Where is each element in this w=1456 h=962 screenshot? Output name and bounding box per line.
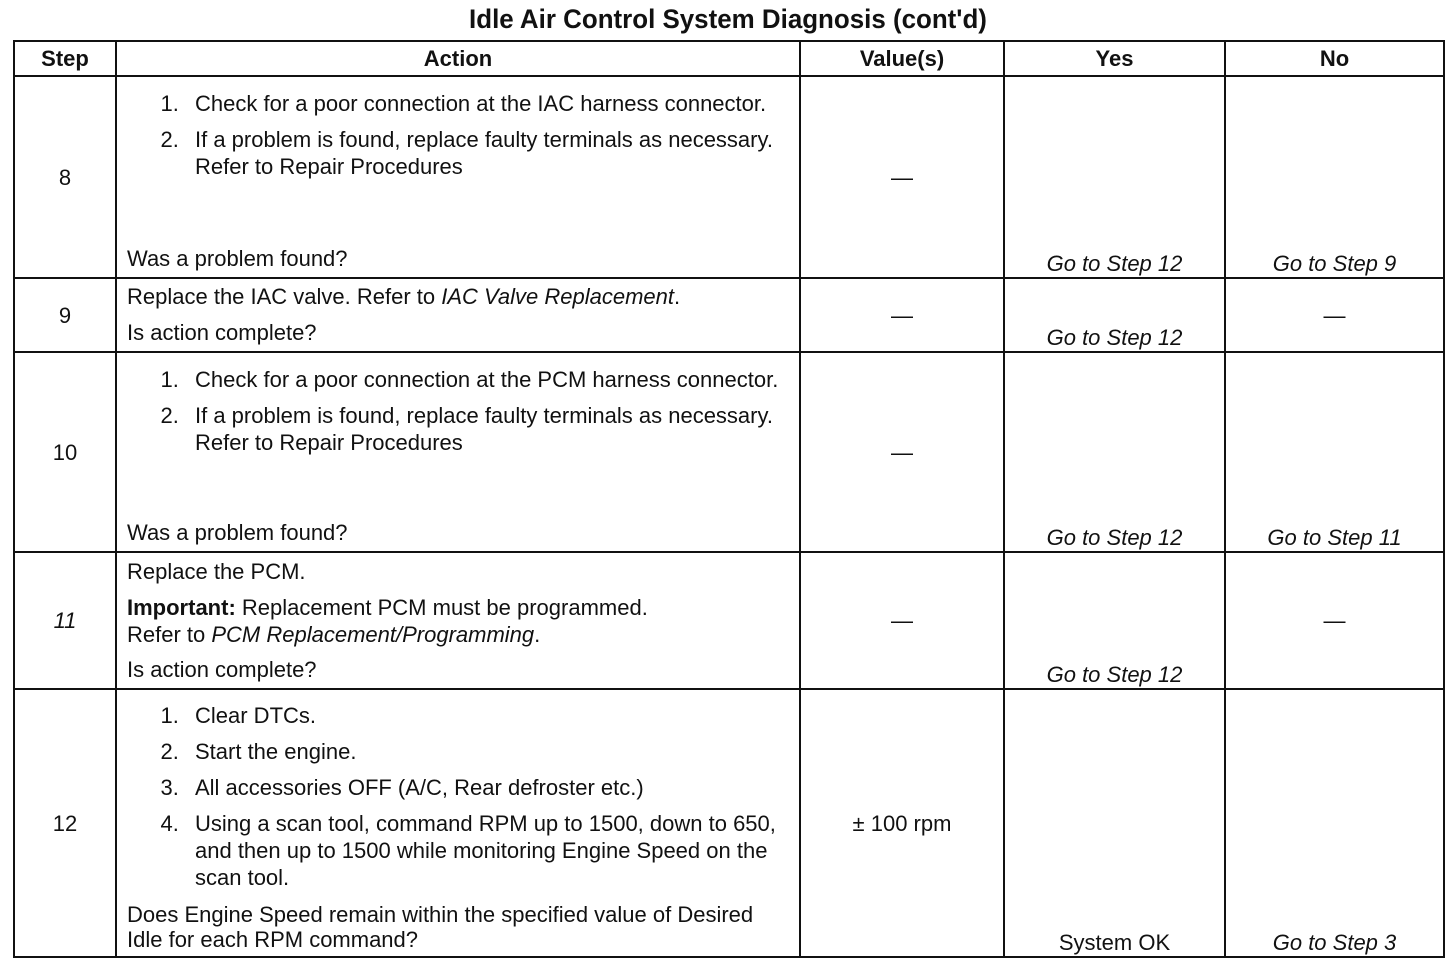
step-number: 10 — [13, 351, 117, 553]
action-question: Was a problem found? — [127, 520, 348, 545]
action-cell: Check for a poor connection at the IAC h… — [115, 75, 801, 279]
no-cell: Go to Step 3 — [1224, 688, 1445, 958]
header-yes: Yes — [1003, 40, 1226, 77]
no-cell: — — [1224, 551, 1445, 690]
action-cell: Replace the IAC valve. Refer to IAC Valv… — [115, 277, 801, 353]
list-item: If a problem is found, replace faulty te… — [185, 126, 789, 180]
list-item: If a problem is found, replace faulty te… — [185, 402, 789, 456]
action-question: Is action complete? — [127, 657, 317, 682]
value-cell: — — [799, 277, 1005, 353]
header-no: No — [1224, 40, 1445, 77]
action-cell: Clear DTCs. Start the engine. All access… — [115, 688, 801, 958]
list-item: Clear DTCs. — [185, 702, 785, 729]
table-row: 11 Replace the PCM. Important: Replaceme… — [13, 551, 1445, 690]
action-cell: Check for a poor connection at the PCM h… — [115, 351, 801, 553]
table-row: 8 Check for a poor connection at the IAC… — [13, 75, 1445, 279]
action-list: Check for a poor connection at the PCM h… — [127, 366, 789, 456]
table-row: 12 Clear DTCs. Start the engine. All acc… — [13, 688, 1445, 958]
header-values: Value(s) — [799, 40, 1005, 77]
action-question: Is action complete? — [127, 320, 317, 345]
step-number: 9 — [13, 277, 117, 353]
no-cell: Go to Step 9 — [1224, 75, 1445, 279]
action-cell: Replace the PCM. Important: Replacement … — [115, 551, 801, 690]
action-list: Check for a poor connection at the IAC h… — [127, 90, 789, 180]
list-item: Check for a poor connection at the IAC h… — [185, 90, 789, 117]
action-question: Was a problem found? — [127, 246, 348, 271]
value-cell: — — [799, 551, 1005, 690]
diagnosis-table: Step Action Value(s) Yes No 8 Check for … — [13, 40, 1445, 958]
step-number: 12 — [13, 688, 117, 958]
value-cell: — — [799, 75, 1005, 279]
yes-cell: Go to Step 12 — [1003, 351, 1226, 553]
yes-cell: Go to Step 12 — [1003, 551, 1226, 690]
header-action: Action — [115, 40, 801, 77]
list-item: All accessories OFF (A/C, Rear defroster… — [185, 774, 785, 801]
table-row: 9 Replace the IAC valve. Refer to IAC Va… — [13, 277, 1445, 353]
header-row: Step Action Value(s) Yes No — [13, 40, 1445, 77]
header-step: Step — [13, 40, 117, 77]
value-cell: ± 100 rpm — [799, 688, 1005, 958]
value-cell: — — [799, 351, 1005, 553]
action-question: Does Engine Speed remain within the spec… — [127, 902, 754, 952]
action-text: Replace the PCM. — [127, 559, 306, 584]
no-cell: Go to Step 11 — [1224, 351, 1445, 553]
yes-cell: Go to Step 12 — [1003, 75, 1226, 279]
step-number: 8 — [13, 75, 117, 279]
page-title: Idle Air Control System Diagnosis (cont'… — [469, 4, 987, 34]
step-number: 11 — [13, 551, 117, 690]
list-item: Start the engine. — [185, 738, 785, 765]
action-text: Replace the IAC valve. Refer to IAC Valv… — [127, 284, 681, 309]
important-note: Important: Replacement PCM must be progr… — [127, 595, 648, 647]
list-item: Check for a poor connection at the PCM h… — [185, 366, 789, 393]
list-item: Using a scan tool, command RPM up to 150… — [185, 810, 785, 891]
table-row: 10 Check for a poor connection at the PC… — [13, 351, 1445, 553]
yes-cell: Go to Step 12 — [1003, 277, 1226, 353]
yes-cell: System OK — [1003, 688, 1226, 958]
no-cell: — — [1224, 277, 1445, 353]
action-list: Clear DTCs. Start the engine. All access… — [127, 702, 785, 891]
